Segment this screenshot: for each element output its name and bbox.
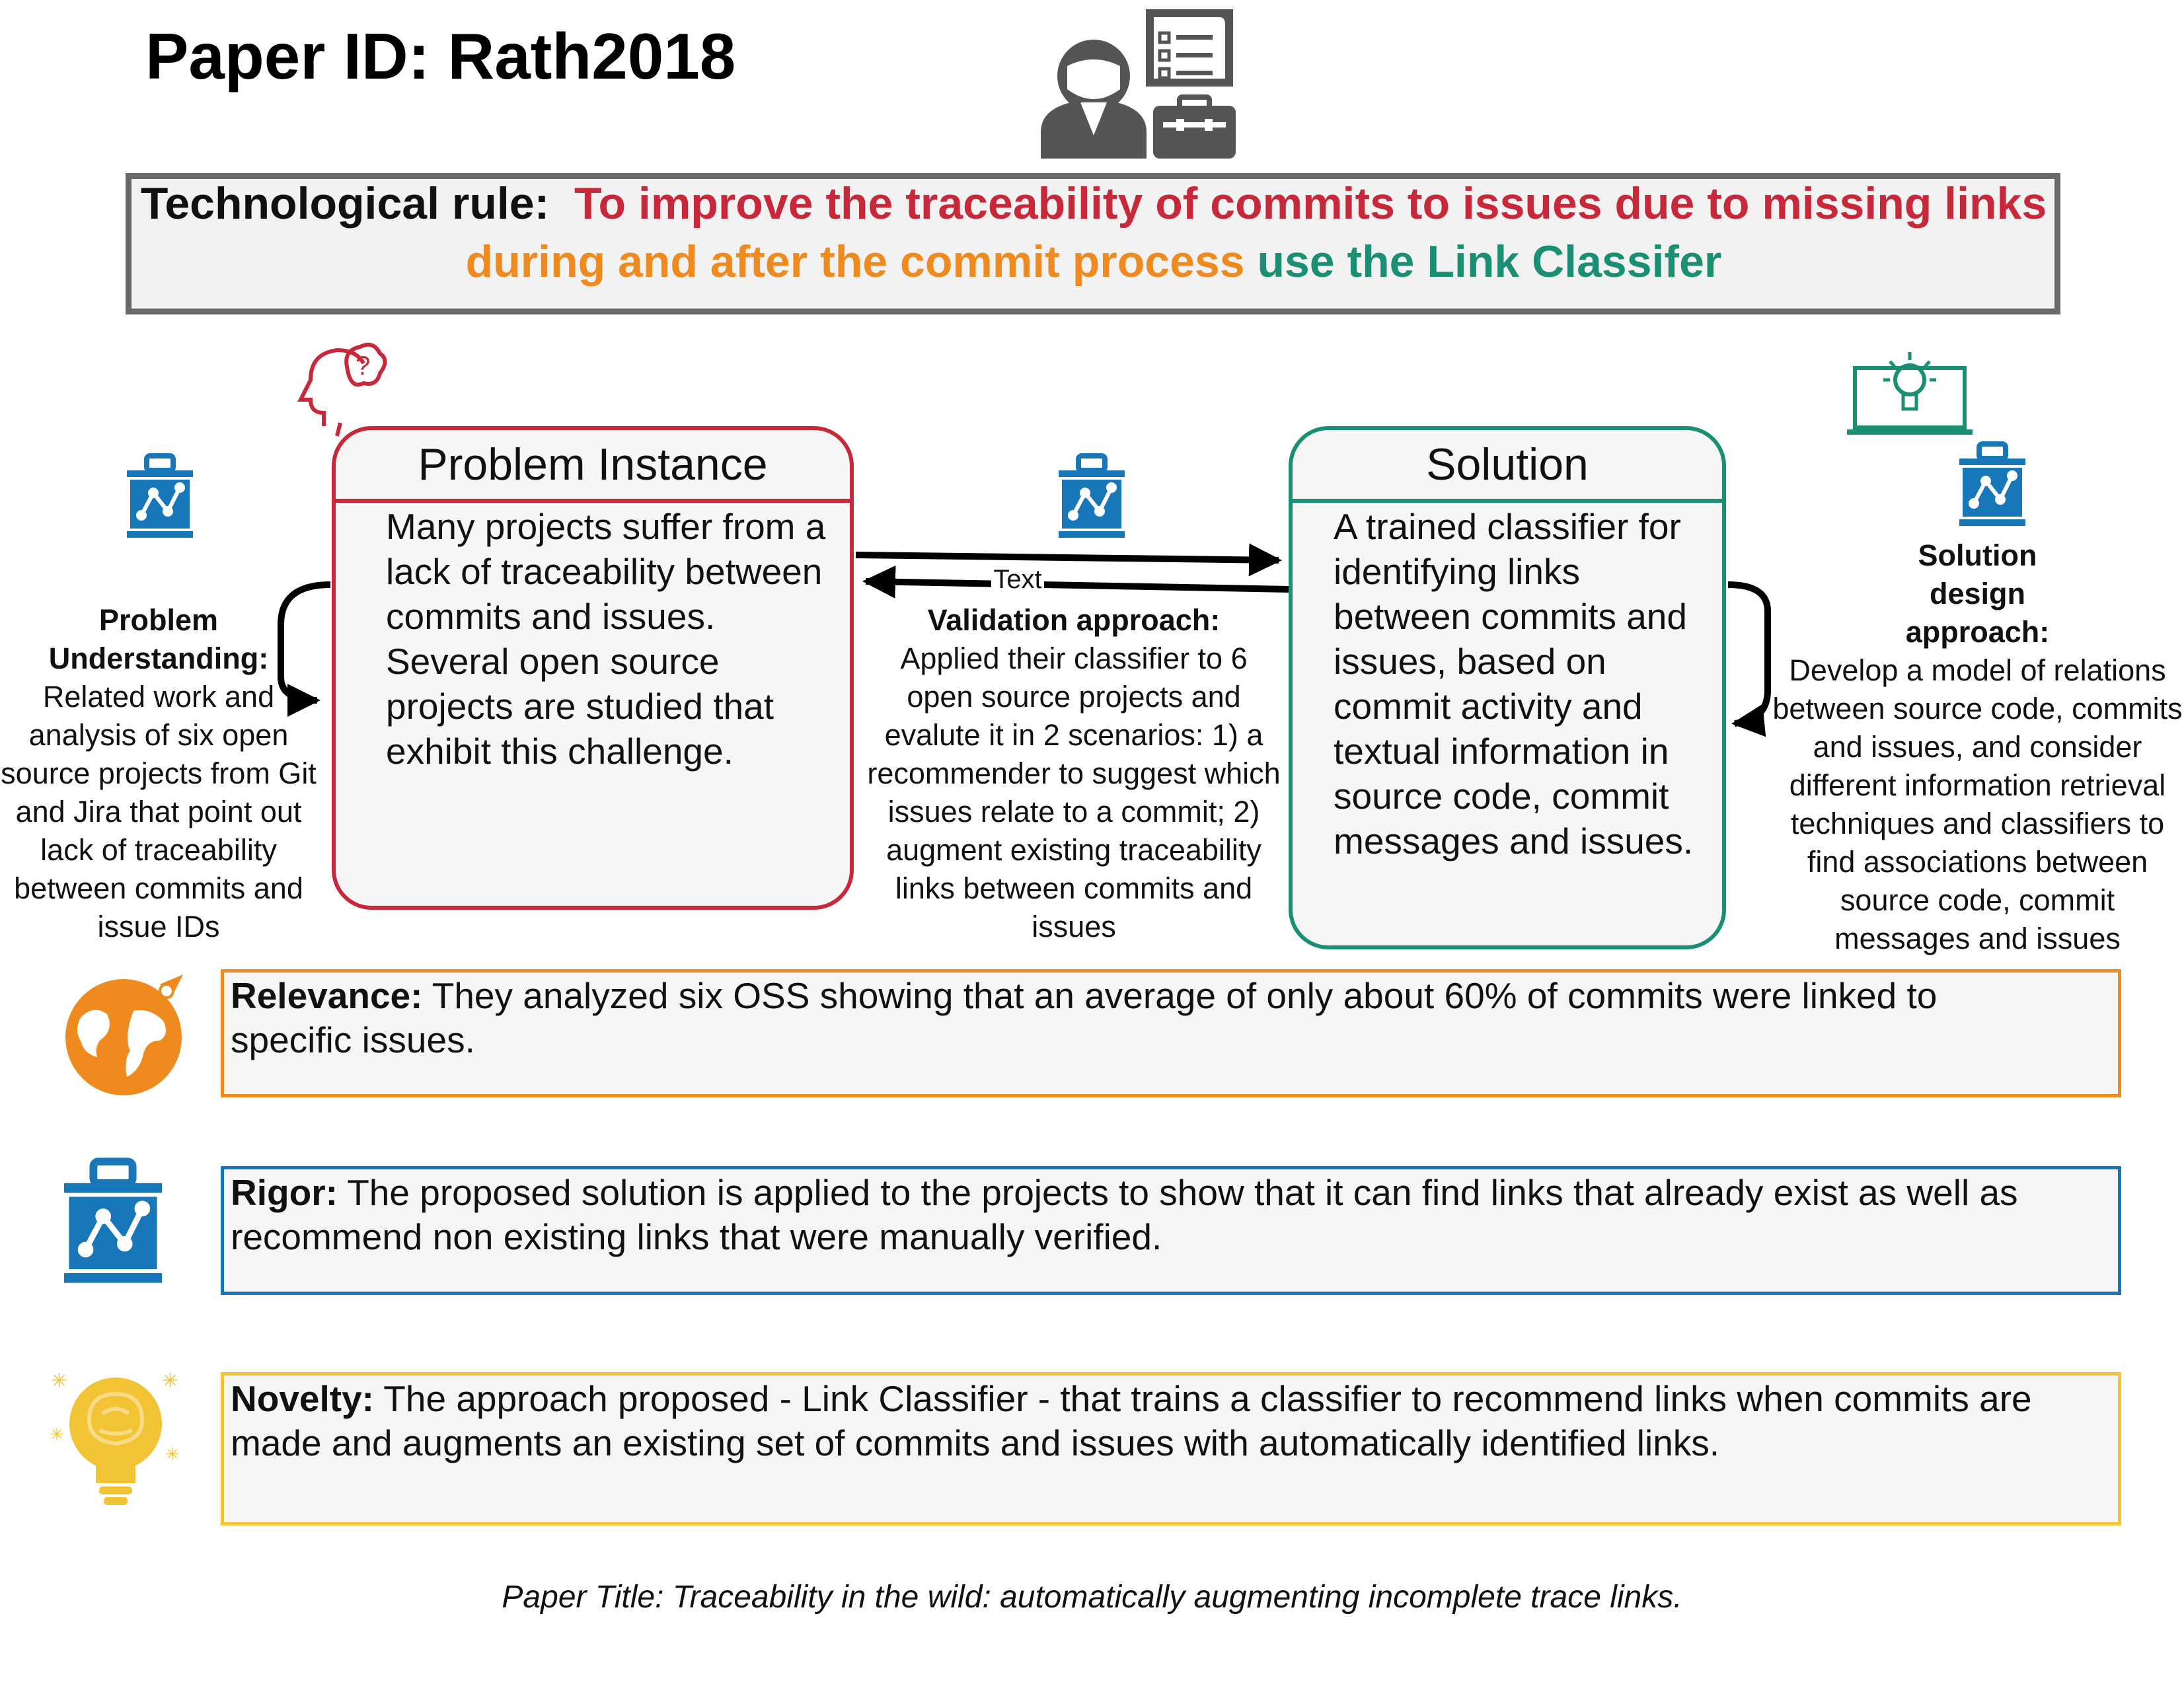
solution-design-text: Develop a model of relations between sou… (1772, 653, 2183, 955)
lightbulb-laptop-icon (1847, 352, 1973, 435)
validation-heading: Validation approach: (927, 603, 1221, 637)
rigor-text: Rigor: The proposed solution is applied … (231, 1171, 2065, 1259)
svg-text:✳: ✳ (50, 1425, 64, 1445)
problem-understanding-heading: Problem Understanding: (48, 603, 269, 675)
paper-title-footer: Paper Title: Traceability in the wild: a… (502, 1580, 1682, 1615)
relevance-box: Relevance: They analyzed six OSS showing… (221, 969, 2121, 1097)
toolbox-icon (127, 453, 193, 538)
solution-design-heading: Solution design approach: (1905, 538, 2050, 649)
novelty-text: Novelty: The approach proposed - Link Cl… (231, 1377, 2065, 1465)
page-title: Paper ID: Rath2018 (145, 20, 736, 92)
rigor-body: The proposed solution is applied to the … (231, 1172, 2018, 1257)
validation-text: Applied their classifier to 6 open sourc… (867, 642, 1281, 943)
arrow-label: Text (991, 565, 1044, 594)
svg-text:✳: ✳ (51, 1370, 67, 1393)
solution-card: Solution A trained classifier for identi… (1289, 426, 1726, 949)
brain-lightbulb-icon: ✳ ✳ ✳ ✳ (50, 1370, 180, 1505)
card-divider (1293, 499, 1722, 503)
novelty-label: Novelty: (231, 1378, 374, 1419)
relevance-label: Relevance: (231, 975, 423, 1016)
problem-instance-body: Many projects suffer from a lack of trac… (386, 506, 826, 772)
svg-text:✳: ✳ (165, 1445, 180, 1465)
solution-title: Solution (1426, 439, 1589, 490)
relevance-body: They analyzed six OSS showing that an av… (231, 975, 1938, 1060)
novelty-body: The approach proposed - Link Classifier … (231, 1378, 2032, 1463)
problem-instance-title: Problem Instance (418, 439, 768, 490)
rule-solution: use the Link Classifer (1257, 237, 1722, 287)
relevance-text: Relevance: They analyzed six OSS showing… (231, 974, 2065, 1062)
solution-body: A trained classifier for identifying lin… (1334, 506, 1694, 862)
globe-icon (65, 974, 183, 1095)
problem-understanding: Problem Understanding: Related work and … (0, 601, 317, 946)
technological-rule-box (126, 173, 2060, 314)
problem-instance-card: Problem Instance Many projects suffer fr… (332, 426, 854, 910)
rule-label: Technological rule: (140, 178, 550, 229)
problem-understanding-text: Related work and analysis of six open so… (1, 680, 317, 943)
technological-rule: Technological rule: To improve the trace… (132, 174, 2055, 291)
novelty-box: Novelty: The approach proposed - Link Cl… (221, 1372, 2121, 1525)
toolbox-icon (1959, 441, 2025, 526)
thinking-head-icon: ? (297, 342, 387, 437)
rigor-box: Rigor: The proposed solution is applied … (221, 1166, 2121, 1295)
rule-context: during and after the commit process (465, 237, 1245, 287)
rigor-label: Rigor: (231, 1172, 338, 1213)
toolbox-icon (64, 1157, 162, 1283)
svg-text:?: ? (356, 351, 370, 381)
solution-design-approach: Solution design approach: Develop a mode… (1771, 536, 2184, 958)
researcher-icon (1041, 9, 1236, 159)
validation-approach: Validation approach: Applied their class… (866, 601, 1282, 946)
card-divider (336, 499, 850, 503)
rule-problem: To improve the traceability of commits t… (574, 178, 2047, 229)
toolbox-icon (1059, 453, 1125, 538)
svg-text:✳: ✳ (162, 1370, 178, 1393)
